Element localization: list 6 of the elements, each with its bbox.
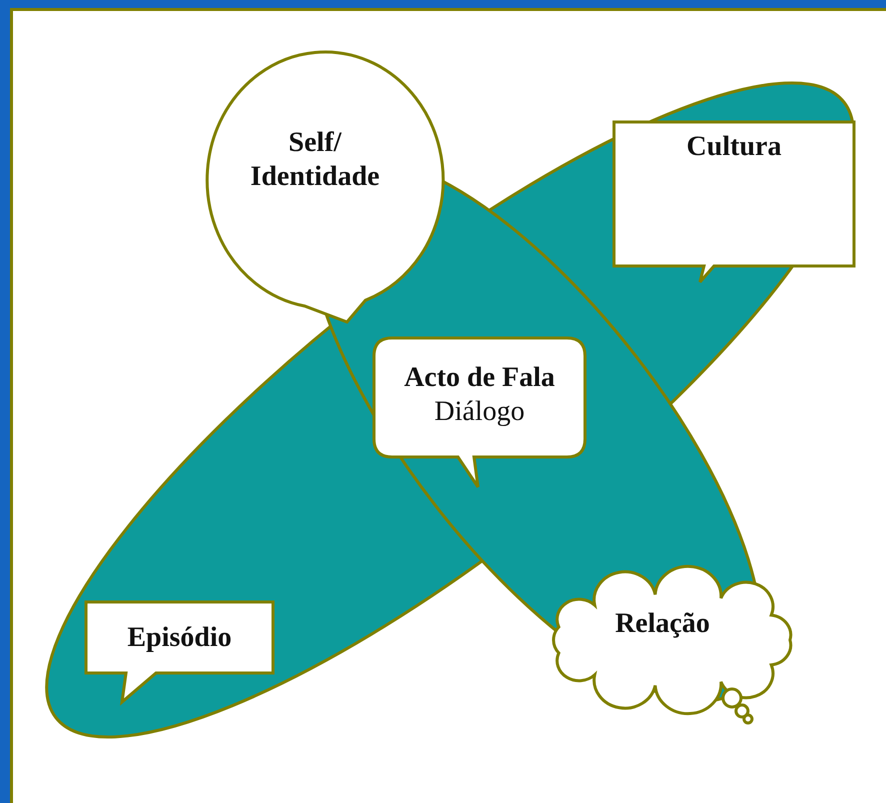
bubble-heading: Acto de Fala: [404, 360, 555, 394]
bubble-subtext: Diálogo: [434, 394, 525, 428]
bubble-heading: Episódio: [127, 620, 232, 654]
bubble-heading: Relação: [615, 607, 710, 641]
bubble-heading: Cultura: [686, 130, 782, 164]
bubble-heading: Self/ Identidade: [249, 126, 381, 194]
